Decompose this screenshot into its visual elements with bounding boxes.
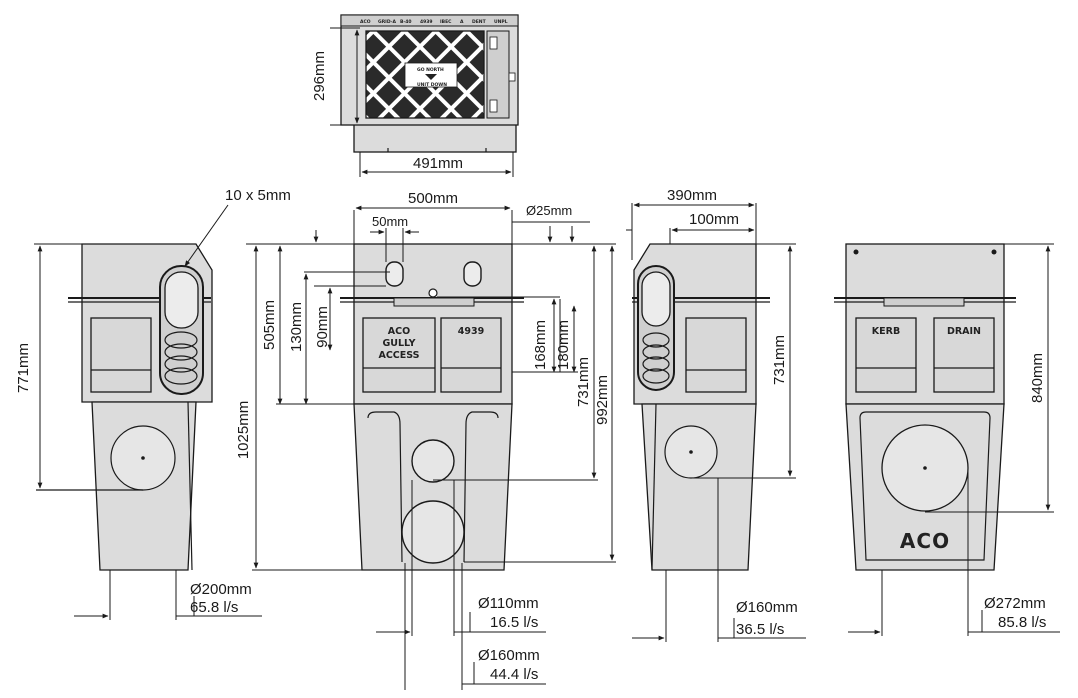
back-height-label: 840mm — [1029, 353, 1046, 403]
strip-text-6: A — [460, 19, 464, 25]
back-outlet-flow: 85.8 l/s — [998, 614, 1046, 631]
right-height-label: 731mm — [771, 335, 788, 385]
top-height-label: 296mm — [311, 51, 328, 101]
right-side-view — [632, 243, 770, 571]
strip-text-5: IBEC — [440, 19, 452, 25]
back-lip — [883, 297, 965, 307]
top-slot-icon — [489, 99, 498, 113]
dim-180-label: 180mm — [555, 320, 572, 370]
top-view: ACO GRID-A B-40 4939 IBEC A DENT UNPL GO… — [340, 14, 519, 153]
front-panel-left-line2: GULLY — [382, 338, 415, 349]
strip-text-8: UNPL — [494, 19, 508, 25]
slot-spacing-label: 50mm — [372, 214, 408, 229]
left-side-view — [36, 243, 213, 571]
dim-168-label: 168mm — [532, 320, 549, 370]
hole-diameter-label: Ø25mm — [526, 203, 572, 218]
dim-505-label: 505mm — [261, 300, 278, 350]
front-small-outlet-flow: 16.5 l/s — [490, 614, 538, 631]
front-hole — [428, 288, 438, 298]
front-panel-right-text: 4939 — [458, 326, 484, 337]
grate-text-2: UNIT DOWN — [417, 82, 447, 88]
front-panel-right — [440, 317, 502, 393]
left-side-dimensions: 10 x 5mm 771mm Ø200mm 65.8 l/s — [15, 187, 291, 620]
top-slot-icon — [489, 36, 498, 50]
right-slot-opening — [641, 271, 671, 327]
front-lower-body — [353, 403, 513, 571]
front-lip — [393, 297, 475, 307]
front-slot-right — [463, 261, 482, 287]
front-outlet-small — [411, 439, 455, 483]
front-view-dimensions: 500mm 50mm Ø25mm 505mm 130mm 90mm 1025mm… — [235, 190, 616, 690]
left-height-label: 771mm — [15, 343, 32, 393]
back-panel-right-text: DRAIN — [947, 326, 981, 337]
front-large-outlet-flow: 44.4 l/s — [490, 666, 538, 683]
right-offset-label: 100mm — [689, 211, 739, 228]
left-outlet-diameter: Ø200mm — [190, 581, 252, 598]
dim-90-label: 90mm — [314, 306, 331, 348]
right-side-dimensions: 390mm 100mm 731mm Ø160mm 36.5 l/s — [626, 187, 806, 642]
strip-text-7: DENT — [472, 19, 487, 25]
strip-text-3: B-40 — [400, 19, 412, 25]
front-small-outlet-diameter: Ø110mm — [478, 595, 539, 612]
top-view-dimensions: 296mm 491mm — [311, 27, 514, 177]
front-panel-left — [362, 317, 436, 393]
back-logo: ACO — [900, 529, 950, 553]
strip-text-4: 4939 — [420, 19, 433, 25]
right-outlet-flow: 36.5 l/s — [736, 621, 784, 638]
top-view-text-strip — [340, 14, 519, 27]
top-width-label: 491mm — [413, 155, 463, 172]
front-slot-left — [385, 261, 404, 287]
left-outlet-flow: 65.8 l/s — [190, 599, 238, 616]
right-width-label: 390mm — [667, 187, 717, 204]
front-panel-left-line3: ACCESS — [378, 350, 419, 361]
back-view: KERB DRAIN ACO — [834, 243, 1016, 571]
dim-992-label: 992mm — [594, 375, 611, 425]
slot-size-label: 10 x 5mm — [225, 187, 291, 204]
dim-1025-label: 1025mm — [235, 401, 252, 459]
front-outlet-large — [401, 500, 465, 564]
front-large-outlet-diameter: Ø160mm — [478, 647, 540, 664]
back-panel-left-text: KERB — [872, 326, 900, 337]
strip-text-1: ACO — [360, 19, 371, 25]
grate-arrow-icon — [425, 74, 437, 80]
back-panel-right — [933, 317, 995, 393]
dim-130-label: 130mm — [288, 302, 305, 352]
left-slot-opening — [164, 271, 199, 329]
strip-text-2: GRID-A — [378, 19, 397, 25]
right-panel — [685, 317, 747, 393]
left-panel — [90, 317, 152, 393]
dim-731-label: 731mm — [575, 357, 592, 407]
grate-text-1: GO NORTH — [417, 67, 444, 73]
front-width-label: 500mm — [408, 190, 458, 207]
back-panel-left — [855, 317, 917, 393]
top-tab — [508, 72, 516, 82]
front-panel-left-line1: ACO — [388, 326, 410, 337]
back-view-dimensions: 840mm Ø272mm 85.8 l/s — [848, 243, 1060, 636]
front-view: ACO GULLY ACCESS 4939 — [340, 243, 524, 571]
right-outlet-diameter: Ø160mm — [736, 599, 798, 616]
back-outlet-diameter: Ø272mm — [984, 595, 1046, 612]
